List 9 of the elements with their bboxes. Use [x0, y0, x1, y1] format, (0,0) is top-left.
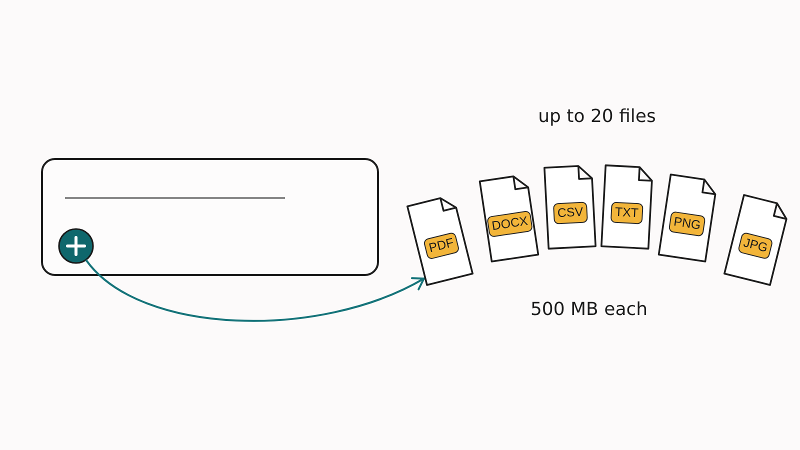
document-file: [478, 172, 540, 264]
annotation-text: up to 20 files: [538, 106, 656, 128]
plus-icon: [58, 228, 94, 264]
arrow: [86, 260, 425, 322]
document-file: [657, 172, 719, 264]
document-file: [600, 164, 654, 250]
document-file: [542, 164, 598, 250]
annotation-text: 500 MB each: [530, 299, 648, 321]
input-field: [41, 158, 379, 276]
